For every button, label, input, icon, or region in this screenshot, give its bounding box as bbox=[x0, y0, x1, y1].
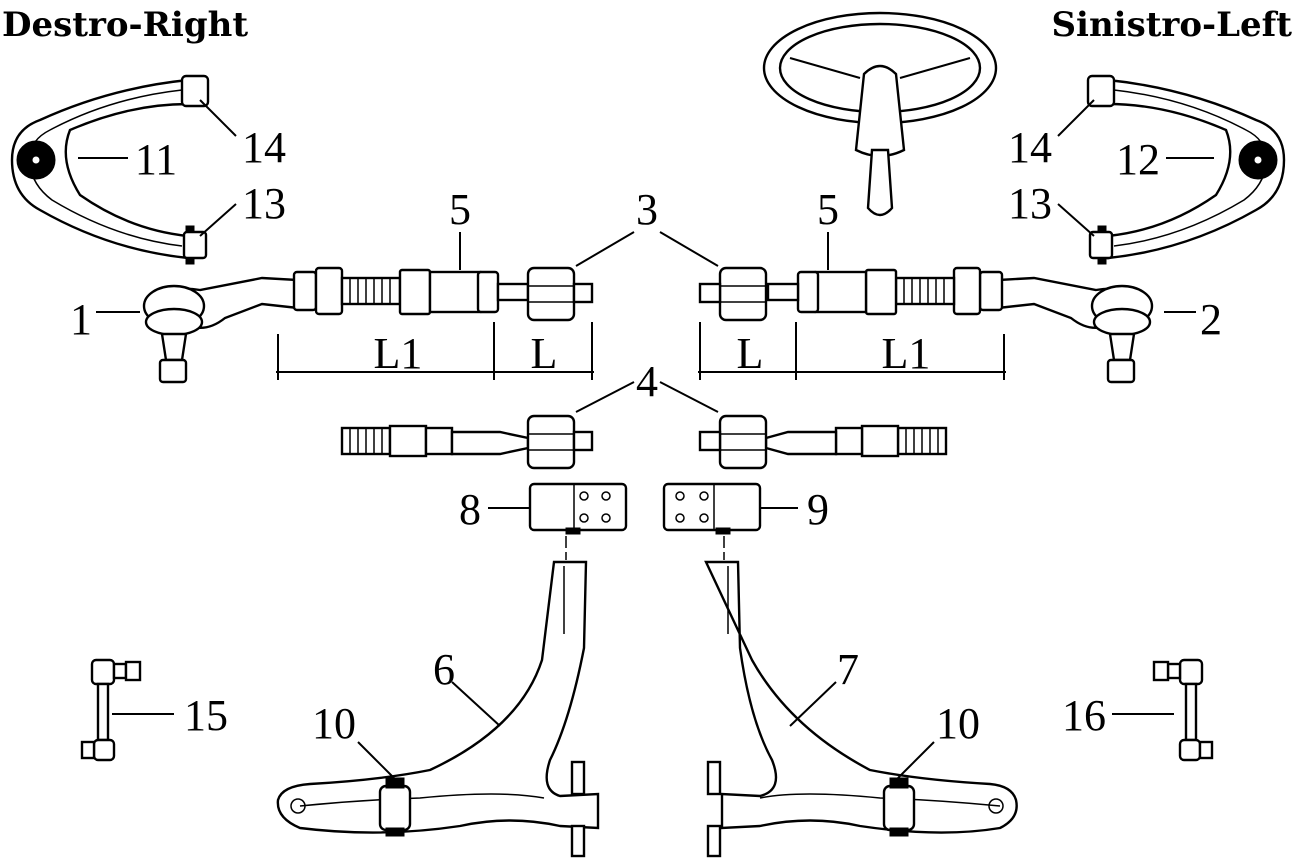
label-part-13-left: 13 bbox=[1008, 179, 1052, 228]
label-part-14-left: 14 bbox=[1008, 123, 1052, 172]
bushing-9 bbox=[662, 482, 762, 560]
leader-lines bbox=[78, 99, 1214, 779]
label-part-1: 1 bbox=[70, 295, 92, 344]
label-part-4: 4 bbox=[636, 357, 658, 406]
dim-l-left: L bbox=[737, 329, 764, 378]
label-part-16: 16 bbox=[1062, 691, 1106, 740]
tie-rod-nut-left bbox=[698, 266, 768, 322]
label-part-15: 15 bbox=[184, 691, 228, 740]
stabilizer-link-15 bbox=[80, 658, 142, 762]
upper-control-arm-11 bbox=[10, 74, 210, 265]
label-part-8: 8 bbox=[459, 485, 481, 534]
tie-rod-end-2 bbox=[766, 266, 1154, 384]
label-part-13-right: 13 bbox=[242, 179, 286, 228]
tie-rod-nut-right bbox=[526, 266, 594, 322]
label-part-14-right: 14 bbox=[242, 123, 286, 172]
dim-l1-right: L1 bbox=[374, 329, 423, 378]
dimension-lines bbox=[276, 322, 1006, 380]
label-part-7: 7 bbox=[837, 645, 859, 694]
steering-wheel-icon bbox=[762, 11, 998, 217]
label-part-9: 9 bbox=[807, 485, 829, 534]
lower-control-arm-6 bbox=[276, 560, 600, 858]
label-part-10-right: 10 bbox=[312, 699, 356, 748]
tie-rod-end-1 bbox=[142, 266, 530, 384]
title-right: Destro-Right bbox=[2, 5, 248, 45]
label-part-6: 6 bbox=[433, 645, 455, 694]
lower-control-arm-7 bbox=[704, 560, 1018, 858]
label-part-2: 2 bbox=[1200, 295, 1222, 344]
inner-tie-rod-right bbox=[340, 414, 594, 470]
upper-control-arm-12 bbox=[1086, 74, 1286, 265]
dim-l1-left: L1 bbox=[882, 329, 931, 378]
label-part-5-left: 5 bbox=[817, 185, 839, 234]
label-part-12: 12 bbox=[1116, 135, 1160, 184]
inner-tie-rod-left bbox=[698, 414, 948, 470]
dim-l-right: L bbox=[531, 329, 558, 378]
label-part-5-right: 5 bbox=[449, 185, 471, 234]
bushing-8 bbox=[528, 482, 628, 560]
title-left: Sinistro-Left bbox=[1051, 5, 1292, 45]
label-part-3: 3 bbox=[636, 185, 658, 234]
stabilizer-link-16 bbox=[1152, 658, 1214, 762]
label-part-11: 11 bbox=[135, 135, 177, 184]
label-part-10-left: 10 bbox=[936, 699, 980, 748]
